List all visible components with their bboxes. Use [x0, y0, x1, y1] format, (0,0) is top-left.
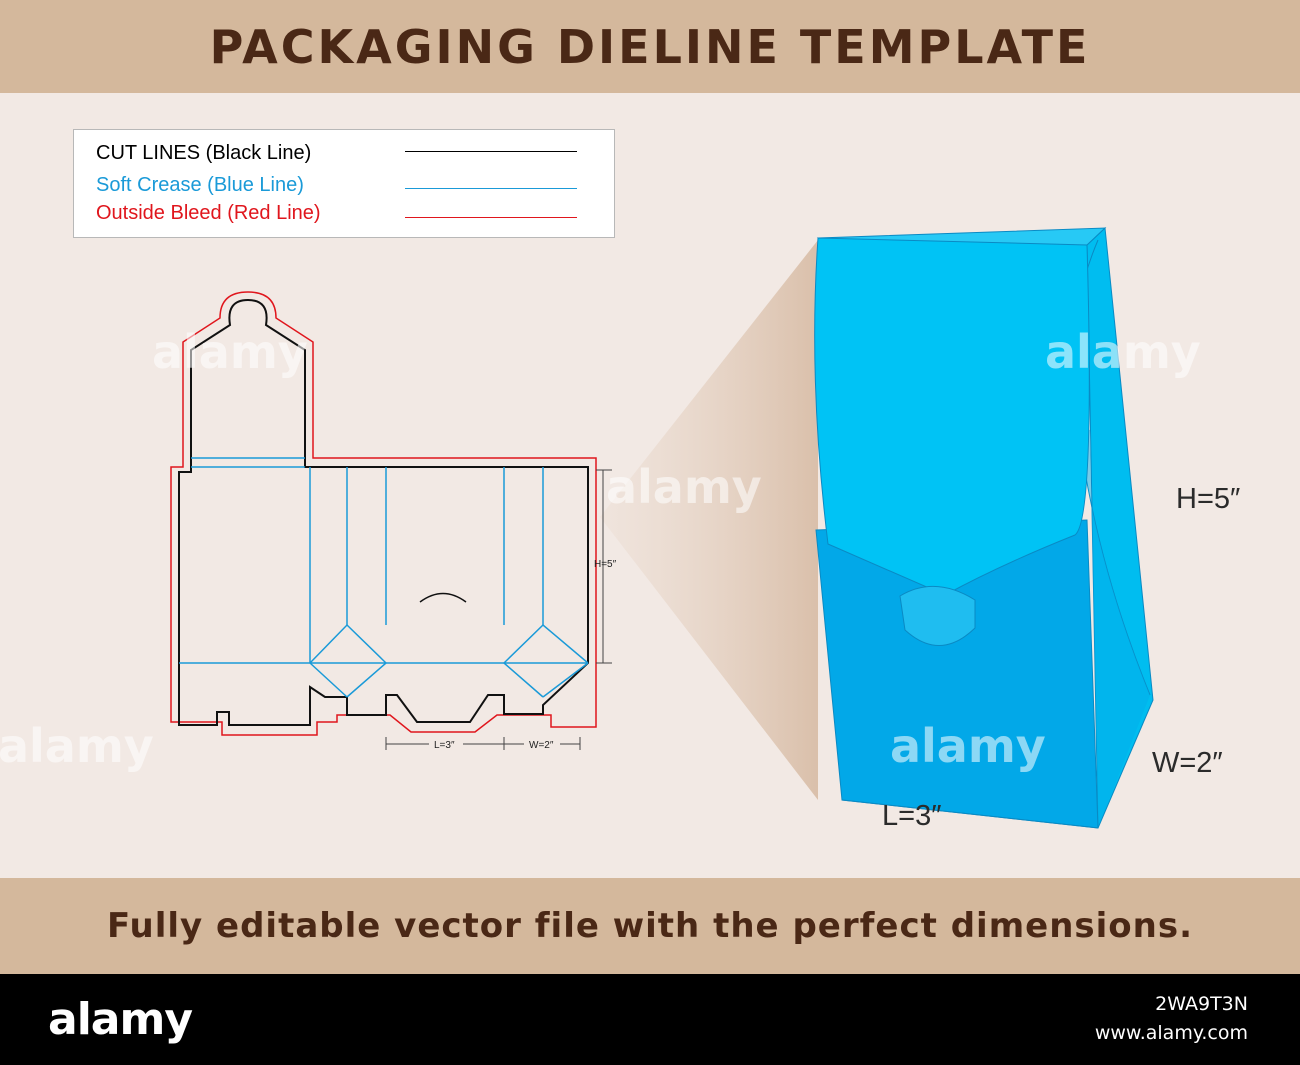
svg-text:alamy: alamy	[152, 325, 308, 379]
dimension-marks	[385, 469, 612, 750]
box-3d-render	[814, 226, 1154, 829]
box-front-flap	[814, 237, 1090, 596]
legend-cut-label: CUT LINES (Black Line)	[96, 142, 312, 164]
legend-crease-label: Soft Crease (Blue Line)	[96, 174, 304, 196]
dieline-height-label: H=5″	[594, 559, 617, 570]
legend-bleed-label: Outside Bleed (Red Line)	[96, 202, 321, 224]
tagline-banner: Fully editable vector file with the perf…	[0, 878, 1300, 974]
svg-text:alamy: alamy	[0, 719, 154, 773]
image-id: 2WA9T3N	[1155, 993, 1248, 1015]
legend-bleed-swatch	[405, 217, 577, 218]
svg-text:alamy: alamy	[1045, 325, 1201, 379]
site-url: www.alamy.com	[1094, 1022, 1248, 1044]
product-height-label: H=5″	[1176, 483, 1241, 515]
page-title: PACKAGING DIELINE TEMPLATE	[209, 19, 1091, 74]
legend-cut-swatch	[405, 151, 577, 152]
product-width-label: W=2″	[1152, 747, 1223, 779]
svg-text:alamy: alamy	[606, 460, 762, 514]
bleed-outline	[170, 291, 597, 736]
watermarks: alamy alamy alamy alamy alamy	[0, 325, 1201, 773]
thumb-notch	[419, 592, 467, 603]
tagline: Fully editable vector file with the perf…	[106, 906, 1194, 946]
crease-lines	[179, 457, 589, 698]
product-length-label: L=3″	[882, 800, 942, 832]
line-legend: CUT LINES (Black Line) Soft Crease (Blue…	[73, 129, 615, 238]
legend-crease-swatch	[405, 188, 577, 189]
stock-footer: alamy 2WA9T3N www.alamy.com	[0, 974, 1300, 1065]
box-thumb-tab	[899, 586, 976, 646]
image-credit: 2WA9T3N www.alamy.com	[1095, 990, 1248, 1048]
alamy-logo: alamy	[48, 994, 193, 1045]
dieline-flat-template: H=5″ L=3″ W=2″	[170, 291, 617, 751]
box-side-shade	[1078, 425, 1150, 828]
header-banner: PACKAGING DIELINE TEMPLATE	[0, 0, 1300, 93]
projection-shadow	[600, 240, 818, 800]
dieline-width-label: W=2″	[529, 740, 554, 751]
svg-text:alamy: alamy	[890, 719, 1046, 773]
dieline-length-label: L=3″	[434, 740, 455, 751]
